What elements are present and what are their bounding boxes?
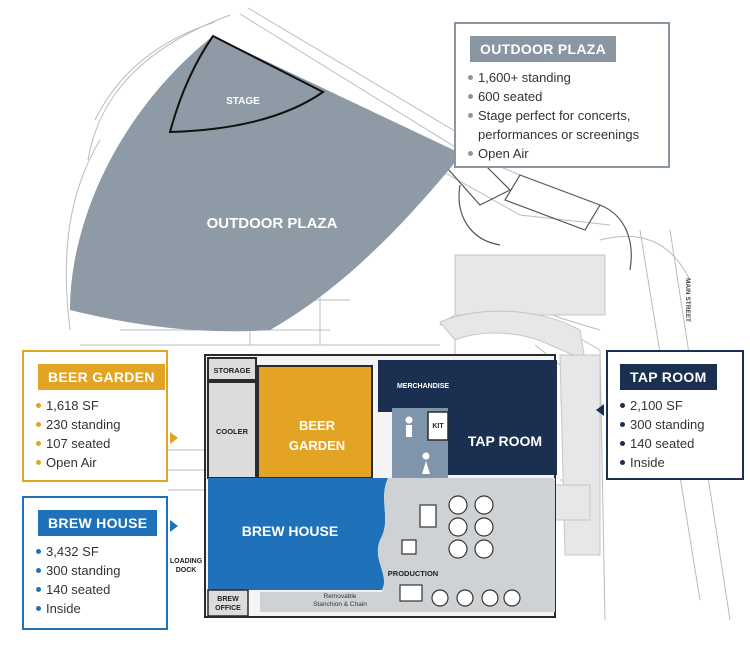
list-item: 230 standing [36, 415, 166, 434]
brew-house-area [208, 478, 388, 590]
main-street-label: MAIN STREET [684, 278, 691, 322]
brew-house-label: BREW HOUSE [242, 523, 338, 539]
outdoor-plaza-callout-title: OUTDOOR PLAZA [470, 36, 617, 62]
kitchen-room [427, 411, 449, 441]
loading-dock-label-line2: DOCK [176, 567, 197, 574]
tap-room-area [378, 360, 557, 475]
list-item: 107 seated [36, 434, 166, 453]
beer-garden-callout: BEER GARDEN 1,618 SF 230 standing 107 se… [22, 350, 168, 482]
brew-leader [170, 520, 178, 532]
beer-garden-label-line2: GARDEN [289, 438, 345, 453]
stage-label: STAGE [226, 96, 260, 107]
tap-room-callout-list: 2,100 SF 300 standing 140 seated Inside [608, 396, 742, 472]
list-item: Inside [36, 599, 166, 618]
brew-office-label-line2: OFFICE [215, 605, 241, 612]
kitchen-label: KIT [432, 423, 444, 430]
beer-garden-label-line1: BEER [299, 418, 336, 433]
beer-garden-callout-list: 1,618 SF 230 standing 107 seated Open Ai… [24, 396, 166, 472]
outdoor-plaza-area [70, 36, 462, 332]
north-building-outline [438, 149, 632, 271]
list-item: Inside [620, 453, 742, 472]
cooler-label: COOLER [216, 427, 249, 436]
outdoor-plaza-callout-list: 1,600+ standing 600 seated Stage perfect… [456, 68, 668, 163]
merchandise-label: MERCHANDISE [397, 383, 449, 390]
loading-dock-label-line1: LOADING [170, 558, 203, 565]
brew-tanks [399, 495, 521, 607]
brew-office-label-line1: BREW [217, 596, 239, 603]
tap-room-label: TAP ROOM [468, 433, 542, 449]
brew-office-room [207, 589, 249, 617]
tap-room-callout-title: TAP ROOM [620, 364, 717, 390]
stage-area [168, 34, 325, 134]
outdoor-plaza-callout: OUTDOOR PLAZA 1,600+ standing 600 seated… [454, 22, 670, 168]
list-item: 3,432 SF [36, 542, 166, 561]
list-item: Open Air [36, 453, 166, 472]
brew-house-callout-title: BREW HOUSE [38, 510, 158, 536]
tap-room-callout: TAP ROOM 2,100 SF 300 standing 140 seate… [606, 350, 744, 480]
list-item: 1,600+ standing [468, 68, 668, 87]
storage-label: STORAGE [214, 366, 251, 375]
brew-house-callout: BREW HOUSE 3,432 SF 300 standing 140 sea… [22, 496, 168, 630]
list-item: 140 seated [620, 434, 742, 453]
building-shell [204, 354, 557, 618]
tap-leader [596, 404, 604, 416]
list-item: 140 seated [36, 580, 166, 599]
removable-label-line2: Stanchion & Chain [313, 601, 367, 608]
removable-label-line1: Removable [324, 593, 357, 600]
beer-garden-callout-title: BEER GARDEN [38, 364, 165, 390]
list-item: 300 standing [36, 561, 166, 580]
list-item: Open Air [468, 144, 668, 163]
list-item: 300 standing [620, 415, 742, 434]
production-label: PRODUCTION [388, 569, 438, 578]
garden-leader [170, 432, 178, 444]
list-item: 1,618 SF [36, 396, 166, 415]
outdoor-plaza-label: OUTDOOR PLAZA [207, 215, 338, 232]
cooler-room [207, 381, 257, 479]
list-item: 2,100 SF [620, 396, 742, 415]
brew-house-callout-list: 3,432 SF 300 standing 140 seated Inside [24, 542, 166, 618]
storage-room [207, 357, 257, 381]
list-item: Stage perfect for concerts, performances… [468, 106, 668, 144]
list-item: 600 seated [468, 87, 668, 106]
restroom-icons [405, 416, 430, 474]
